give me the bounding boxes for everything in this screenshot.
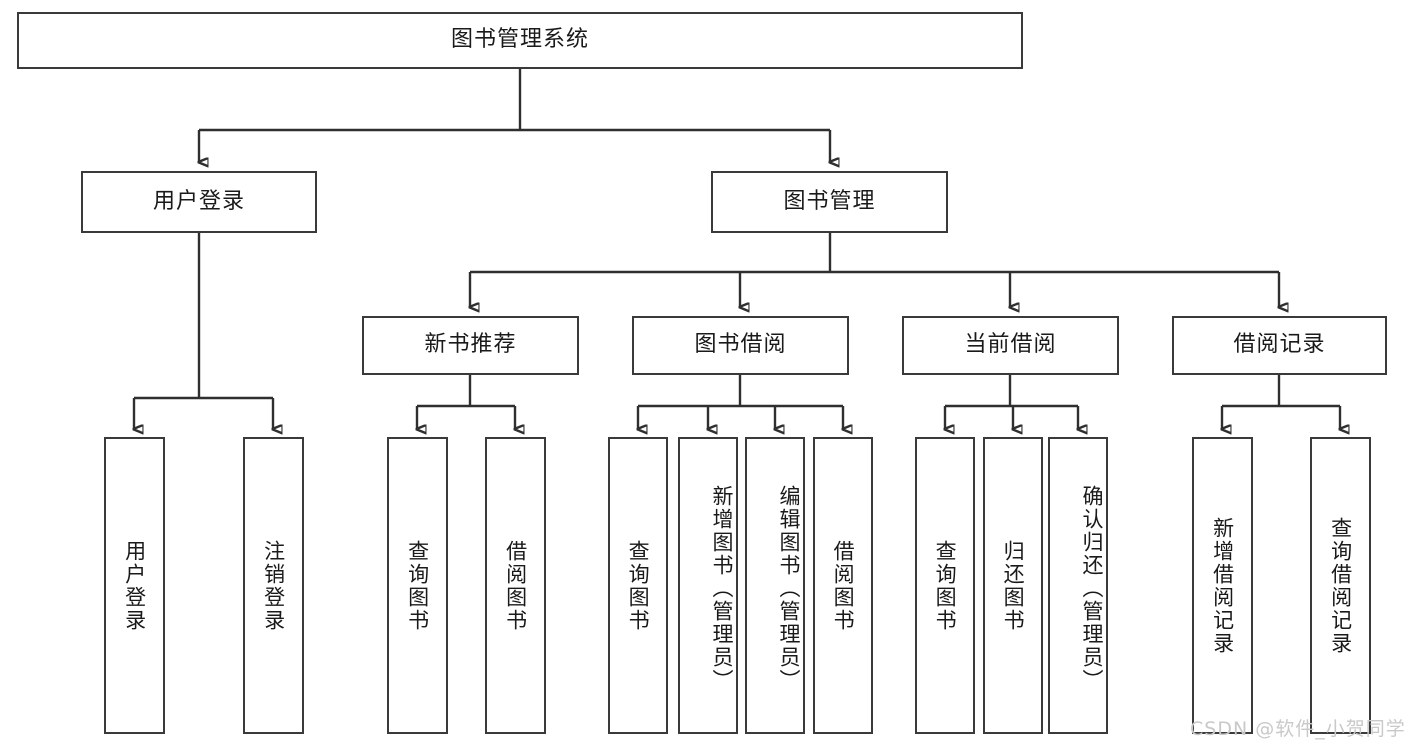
node-leaf-query-book-recommend-label: 查询图书 bbox=[405, 539, 430, 632]
node-leaf-query-book-borrow[interactable]: 查询图书 bbox=[608, 437, 668, 734]
node-current-borrow[interactable]: 当前借阅 bbox=[902, 316, 1119, 375]
connector-user-login-to-leaves bbox=[134, 233, 273, 429]
node-leaf-query-borrow-record[interactable]: 查询借阅记录 bbox=[1310, 437, 1371, 734]
node-leaf-query-book-current[interactable]: 查询图书 bbox=[915, 437, 975, 734]
node-leaf-borrow-book-label: 借阅图书 bbox=[831, 539, 856, 632]
connector-book-borrow-to-leaves bbox=[638, 375, 843, 429]
node-leaf-query-borrow-record-label: 查询借阅记录 bbox=[1328, 516, 1353, 655]
node-leaf-logout-login-label: 注销登录 bbox=[261, 539, 286, 632]
node-leaf-user-login-label: 用户登录 bbox=[122, 539, 147, 632]
node-leaf-add-book-admin[interactable]: 新增图书（管理员） bbox=[678, 437, 738, 734]
node-user-login-label: 用户登录 bbox=[152, 188, 245, 214]
node-leaf-add-book-admin-label: 新增图书（管理员） bbox=[710, 485, 734, 692]
node-leaf-query-book-current-label: 查询图书 bbox=[933, 539, 958, 632]
connector-borrow-record-to-leaves bbox=[1222, 375, 1340, 429]
node-root-label: 图书管理系统 bbox=[450, 27, 589, 53]
node-leaf-confirm-return-admin-label: 确认归还（管理员） bbox=[1080, 485, 1104, 692]
connector-current-borrow-to-leaves bbox=[945, 375, 1078, 429]
node-leaf-logout-login[interactable]: 注销登录 bbox=[243, 437, 304, 734]
node-leaf-borrow-book-recommend[interactable]: 借阅图书 bbox=[485, 437, 546, 734]
node-leaf-return-book-label: 归还图书 bbox=[1001, 539, 1026, 632]
node-leaf-add-borrow-record-label: 新增借阅记录 bbox=[1210, 516, 1235, 655]
connector-new-book-recommend-to-leaves bbox=[417, 375, 515, 429]
node-root[interactable]: 图书管理系统 bbox=[17, 12, 1023, 69]
connector-root-to-level2 bbox=[199, 69, 830, 162]
connector-book-manage-to-level3 bbox=[470, 233, 1279, 307]
node-book-manage-label: 图书管理 bbox=[783, 188, 876, 214]
node-leaf-confirm-return-admin[interactable]: 确认归还（管理员） bbox=[1048, 437, 1108, 734]
node-current-borrow-label: 当前借阅 bbox=[964, 332, 1057, 358]
node-new-book-recommend-label: 新书推荐 bbox=[424, 332, 517, 358]
node-leaf-edit-book-admin[interactable]: 编辑图书（管理员） bbox=[745, 437, 805, 734]
node-book-borrow-label: 图书借阅 bbox=[694, 332, 787, 358]
node-book-manage[interactable]: 图书管理 bbox=[711, 171, 948, 233]
node-book-borrow[interactable]: 图书借阅 bbox=[632, 316, 849, 375]
node-new-book-recommend[interactable]: 新书推荐 bbox=[362, 316, 579, 375]
node-leaf-borrow-book-recommend-label: 借阅图书 bbox=[503, 539, 528, 632]
node-leaf-add-borrow-record[interactable]: 新增借阅记录 bbox=[1192, 437, 1253, 734]
node-leaf-query-book-recommend[interactable]: 查询图书 bbox=[387, 437, 448, 734]
node-leaf-user-login[interactable]: 用户登录 bbox=[104, 437, 165, 734]
node-leaf-return-book[interactable]: 归还图书 bbox=[983, 437, 1043, 734]
node-borrow-record[interactable]: 借阅记录 bbox=[1172, 316, 1387, 375]
node-leaf-borrow-book[interactable]: 借阅图书 bbox=[813, 437, 873, 734]
node-borrow-record-label: 借阅记录 bbox=[1233, 332, 1326, 358]
node-leaf-edit-book-admin-label: 编辑图书（管理员） bbox=[777, 485, 801, 692]
node-leaf-query-book-borrow-label: 查询图书 bbox=[626, 539, 651, 632]
node-user-login[interactable]: 用户登录 bbox=[81, 171, 317, 233]
